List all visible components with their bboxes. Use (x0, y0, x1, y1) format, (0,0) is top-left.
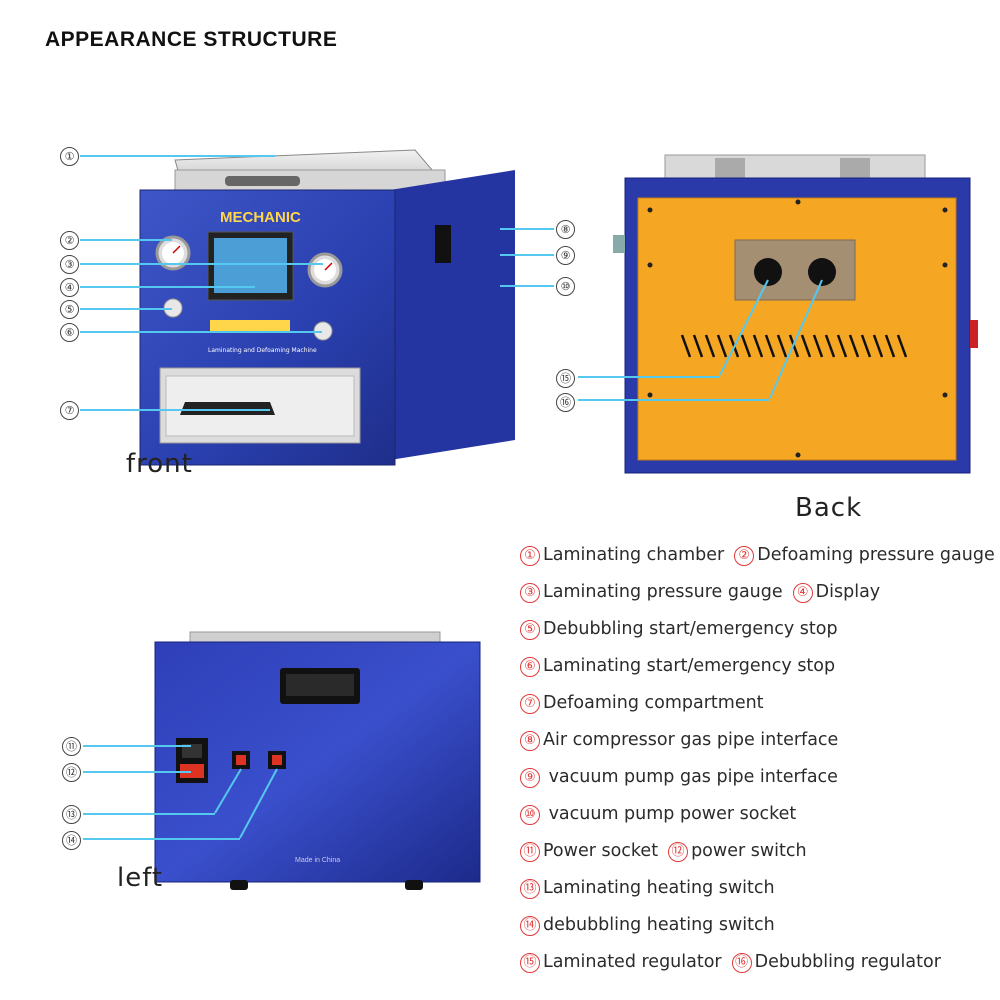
leader-line-5 (80, 308, 172, 310)
legend-text: Laminating pressure gauge (543, 582, 783, 602)
legend-num: ④ (792, 583, 813, 603)
legend-num: ② (734, 546, 755, 566)
leader-line-8 (500, 228, 554, 230)
legend-num: ⑬ (520, 879, 540, 899)
leader-line-3 (80, 263, 323, 265)
legend-num: ⑤ (520, 620, 540, 640)
legend-text: Debubbling start/emergency stop (543, 619, 838, 639)
callout-5: ⑤ (60, 300, 79, 319)
legend-num: ③ (520, 583, 540, 603)
callout-9: ⑨ (556, 246, 575, 265)
legend-num: ⑭ (520, 916, 540, 936)
legend-num: ① (520, 546, 540, 566)
callout-11: ⑪ (62, 737, 81, 756)
callout-2: ② (60, 231, 79, 250)
leader-line-15 (578, 376, 720, 378)
page-title: APPEARANCE STRUCTURE (45, 28, 338, 51)
left-machine-illustration: Made in China (154, 631, 481, 890)
legend-num: ⑮ (520, 953, 540, 973)
callout-14: ⑭ (62, 831, 81, 850)
legend-text: Defoaming pressure gauge (757, 545, 995, 565)
legend-text: power switch (691, 841, 807, 861)
legend-row-7: ⑨ vacuum pump gas pipe interface (520, 767, 838, 788)
legend-num: ⑩ (520, 805, 540, 825)
front-subtitle: Laminating and Defoaming Machine (208, 347, 317, 354)
legend-text: Power socket (543, 841, 659, 861)
leader-line-16 (578, 399, 770, 401)
callout-4: ④ (60, 278, 79, 297)
callout-15: ⑮ (556, 369, 575, 388)
leader-line-11 (83, 745, 191, 747)
legend-num: ⑥ (520, 657, 540, 677)
legend-num: ⑨ (520, 768, 540, 788)
back-vents (680, 334, 908, 358)
callout-8: ⑧ (556, 220, 575, 239)
legend-text: vacuum pump power socket (543, 804, 797, 824)
back-view-label: Back (795, 493, 863, 523)
front-machine-illustration: MECHANIC Laminating and Defoaming Machin… (139, 149, 515, 466)
front-brand: MECHANIC (220, 209, 301, 226)
callout-13: ⑬ (62, 805, 81, 824)
leader-line-4 (80, 286, 255, 288)
legend-num: ⑧ (520, 731, 540, 751)
callout-3: ③ (60, 255, 79, 274)
legend-text: Laminating heating switch (543, 878, 775, 898)
legend-text: Defoaming compartment (543, 693, 764, 713)
callout-6: ⑥ (60, 323, 79, 342)
legend-text: vacuum pump gas pipe interface (543, 767, 838, 787)
callout-1: ① (60, 147, 79, 166)
legend-num: ⑯ (731, 953, 752, 973)
legend-row-8: ⑩ vacuum pump power socket (520, 804, 796, 825)
legend-text: Debubbling regulator (754, 952, 941, 972)
leader-line-9 (500, 254, 554, 256)
leader-line-12 (83, 771, 191, 773)
legend-text: Laminating chamber (543, 545, 725, 565)
leader-line-6 (80, 331, 322, 333)
leader-line-7 (80, 409, 270, 411)
leader-line-10 (500, 285, 554, 287)
callout-7: ⑦ (60, 401, 79, 420)
legend-text: Display (815, 582, 881, 602)
legend-num: ⑫ (668, 842, 689, 862)
front-view-label: front (126, 449, 193, 479)
legend-num: ⑦ (520, 694, 540, 714)
legend-text: debubbling heating switch (543, 915, 775, 935)
back-machine-illustration (613, 154, 978, 474)
leader-line-14 (83, 838, 240, 840)
callout-16: ⑯ (556, 393, 575, 412)
callout-12: ⑫ (62, 763, 81, 782)
legend-text: Laminated regulator (543, 952, 722, 972)
left-made-in: Made in China (295, 857, 340, 864)
leader-line-13 (83, 813, 215, 815)
leader-line-2 (80, 239, 172, 241)
callout-10: ⑩ (556, 277, 575, 296)
legend-text: Laminating start/emergency stop (543, 656, 836, 676)
legend-num: ⑪ (520, 842, 540, 862)
leader-line-1 (80, 155, 275, 157)
left-view-label: left (117, 863, 164, 893)
legend-text: Air compressor gas pipe interface (543, 730, 839, 750)
